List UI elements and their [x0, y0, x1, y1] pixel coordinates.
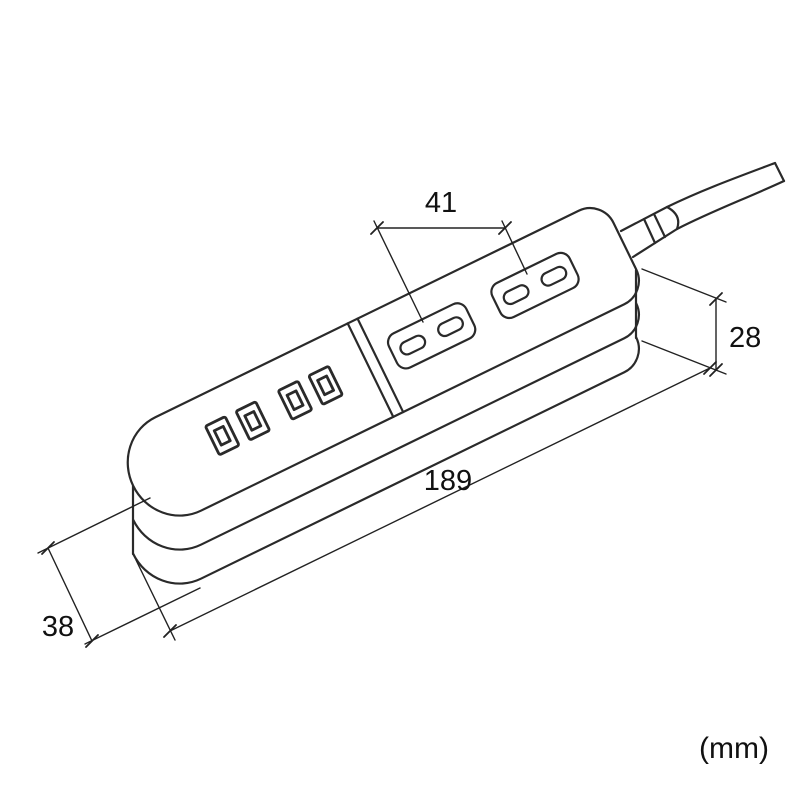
dimension-label-outlet-pitch: 41: [425, 187, 457, 219]
ac-outlet: [386, 302, 477, 370]
dimension-line: [169, 367, 711, 632]
bottom-outline: [132, 336, 640, 585]
boot-rib: [642, 217, 657, 245]
extension-line: [501, 220, 528, 275]
mid-seam-outline: [132, 302, 640, 551]
extension-line: [641, 340, 727, 375]
power-cord: [665, 161, 777, 209]
usb-port-icon: [307, 365, 344, 406]
dimension-length: 189: [135, 361, 717, 641]
mid-seam-layer: [132, 302, 640, 551]
seam-line: [346, 322, 395, 418]
dimension-outlet-pitch: 41: [370, 187, 528, 323]
ac-outlet: [490, 251, 580, 320]
dimension-label-height: 28: [729, 322, 761, 354]
extension-line: [84, 587, 201, 645]
seam-line: [356, 317, 405, 414]
top-face: [126, 207, 640, 517]
power-cord-group: [619, 161, 786, 259]
dimension-tick: [703, 361, 717, 375]
usb-port-icon: [235, 400, 271, 441]
dimension-tick: [498, 221, 512, 235]
power-cord: [675, 179, 786, 231]
boot-rib: [652, 212, 667, 239]
power-strip-body: [126, 207, 640, 585]
dimension-tick: [709, 292, 723, 306]
bottom-layer: [132, 336, 640, 585]
dimension-tick: [709, 363, 723, 377]
extension-line: [37, 497, 151, 554]
dimension-tick: [163, 624, 177, 638]
dimension-line: [47, 547, 93, 642]
extension-line: [641, 268, 727, 303]
dimension-tick: [41, 541, 55, 555]
dimension-tick: [85, 634, 99, 648]
dimension-height: 28: [641, 268, 761, 377]
dimension-label-width: 38: [42, 611, 74, 643]
unit-label: (mm): [699, 732, 769, 765]
dimension-width: 38: [37, 497, 201, 648]
dimension-tick: [370, 221, 384, 235]
top-face-outline: [126, 207, 640, 517]
usb-port-icon: [277, 380, 313, 421]
usb-port-icon: [204, 415, 240, 456]
dimension-label-length: 189: [424, 465, 472, 497]
cord-cut-end: [773, 161, 786, 183]
extension-line: [373, 220, 424, 323]
extension-line: [135, 559, 176, 641]
